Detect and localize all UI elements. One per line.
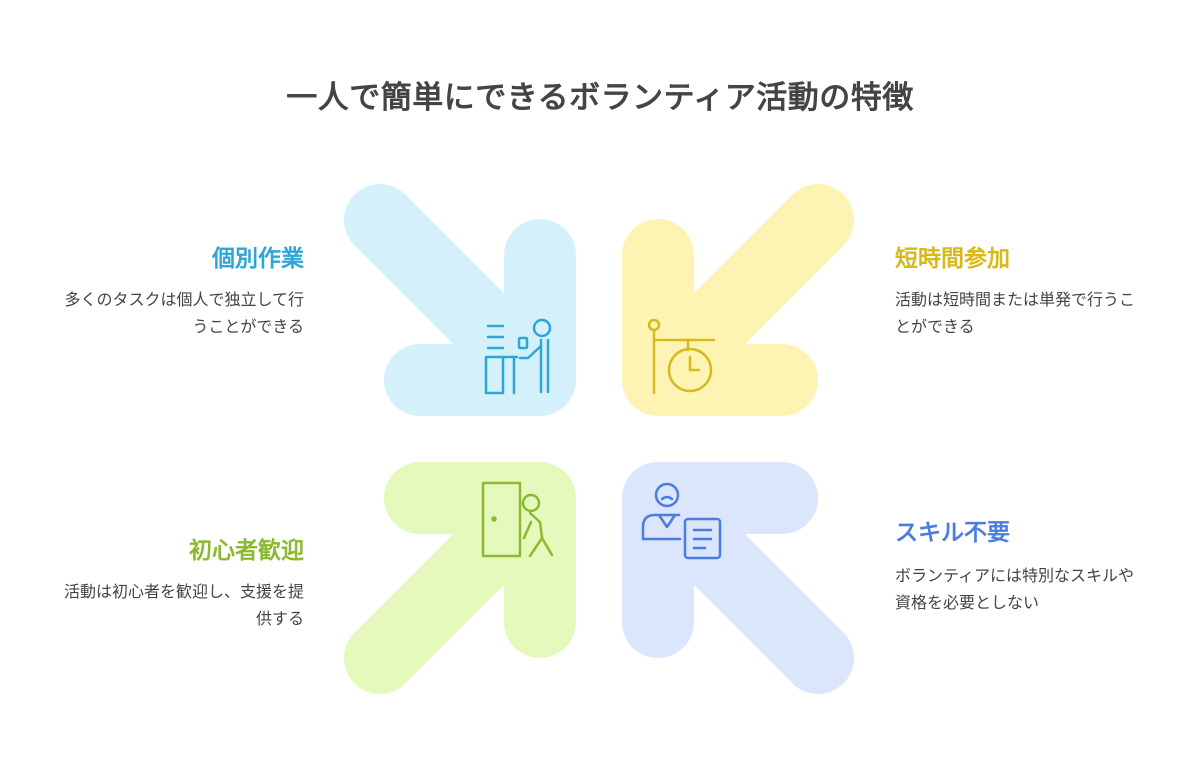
- description-individual-work: 多くのタスクは個人で独立して行うことができる: [64, 290, 304, 336]
- heading-individual-work: 個別作業: [212, 246, 304, 272]
- page-title: 一人で簡単にできるボランティア活動の特徴: [286, 80, 914, 116]
- description-short-participation: 活動は短時間または単発で行うことができる: [895, 290, 1136, 336]
- arrow-top-right: [622, 184, 854, 416]
- person-entering-door-icon: [481, 481, 554, 558]
- clock-sign-icon: [647, 318, 716, 395]
- person-at-desk-icon: [484, 318, 552, 395]
- arrow-bottom-left: [344, 462, 576, 694]
- person-with-document-icon: [641, 482, 722, 560]
- heading-beginners-welcome: 初心者歓迎: [189, 538, 304, 564]
- heading-short-participation: 短時間参加: [895, 246, 1010, 272]
- description-no-skills-required: ボランティアには特別なスキルや資格を必要としない: [895, 566, 1135, 612]
- arrow-bottom-right: [622, 462, 854, 694]
- description-beginners-welcome: 活動は初心者を歓迎し、支援を提供する: [64, 582, 305, 628]
- heading-no-skills-required: スキル不要: [895, 520, 1010, 546]
